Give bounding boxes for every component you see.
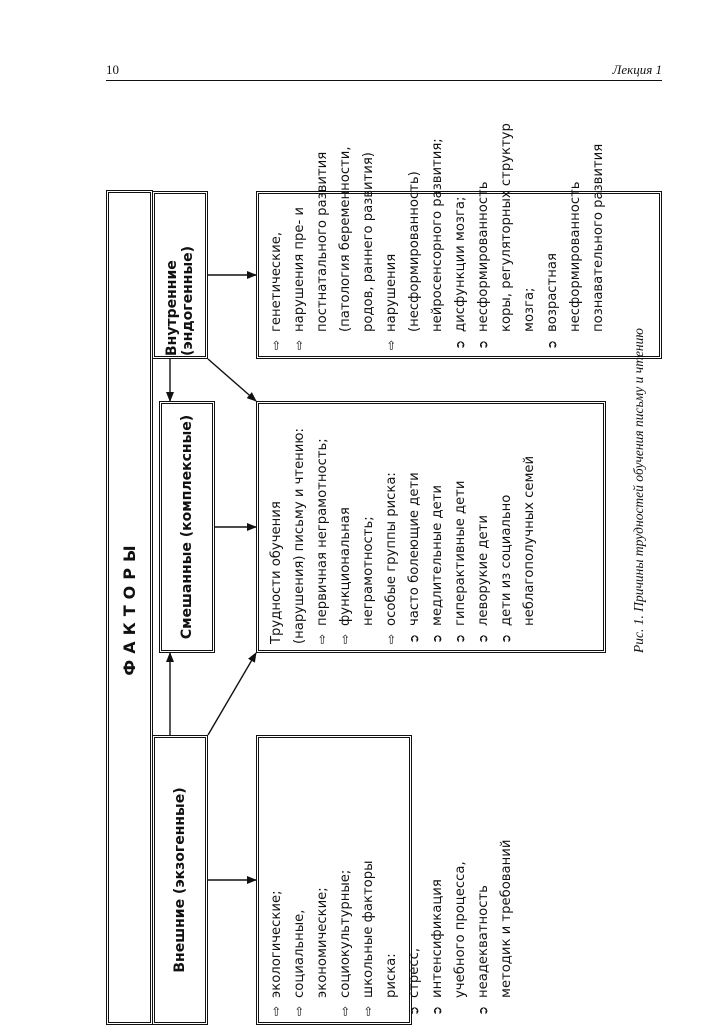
figure-caption: Рис. 1. Причины трудностей обучения пись… [631,328,646,653]
diagram: ФАКТОРЫ Внешние (экзогенные) Смешанные (… [106,123,662,1025]
running-title: Лекция 1 [612,62,662,77]
arrow-ext-to-mix-box [207,652,257,736]
connector-arrows [166,271,257,884]
page-number: 10 [106,62,119,77]
arrow-int-to-mix-box [207,358,257,402]
header-rule [106,80,662,81]
